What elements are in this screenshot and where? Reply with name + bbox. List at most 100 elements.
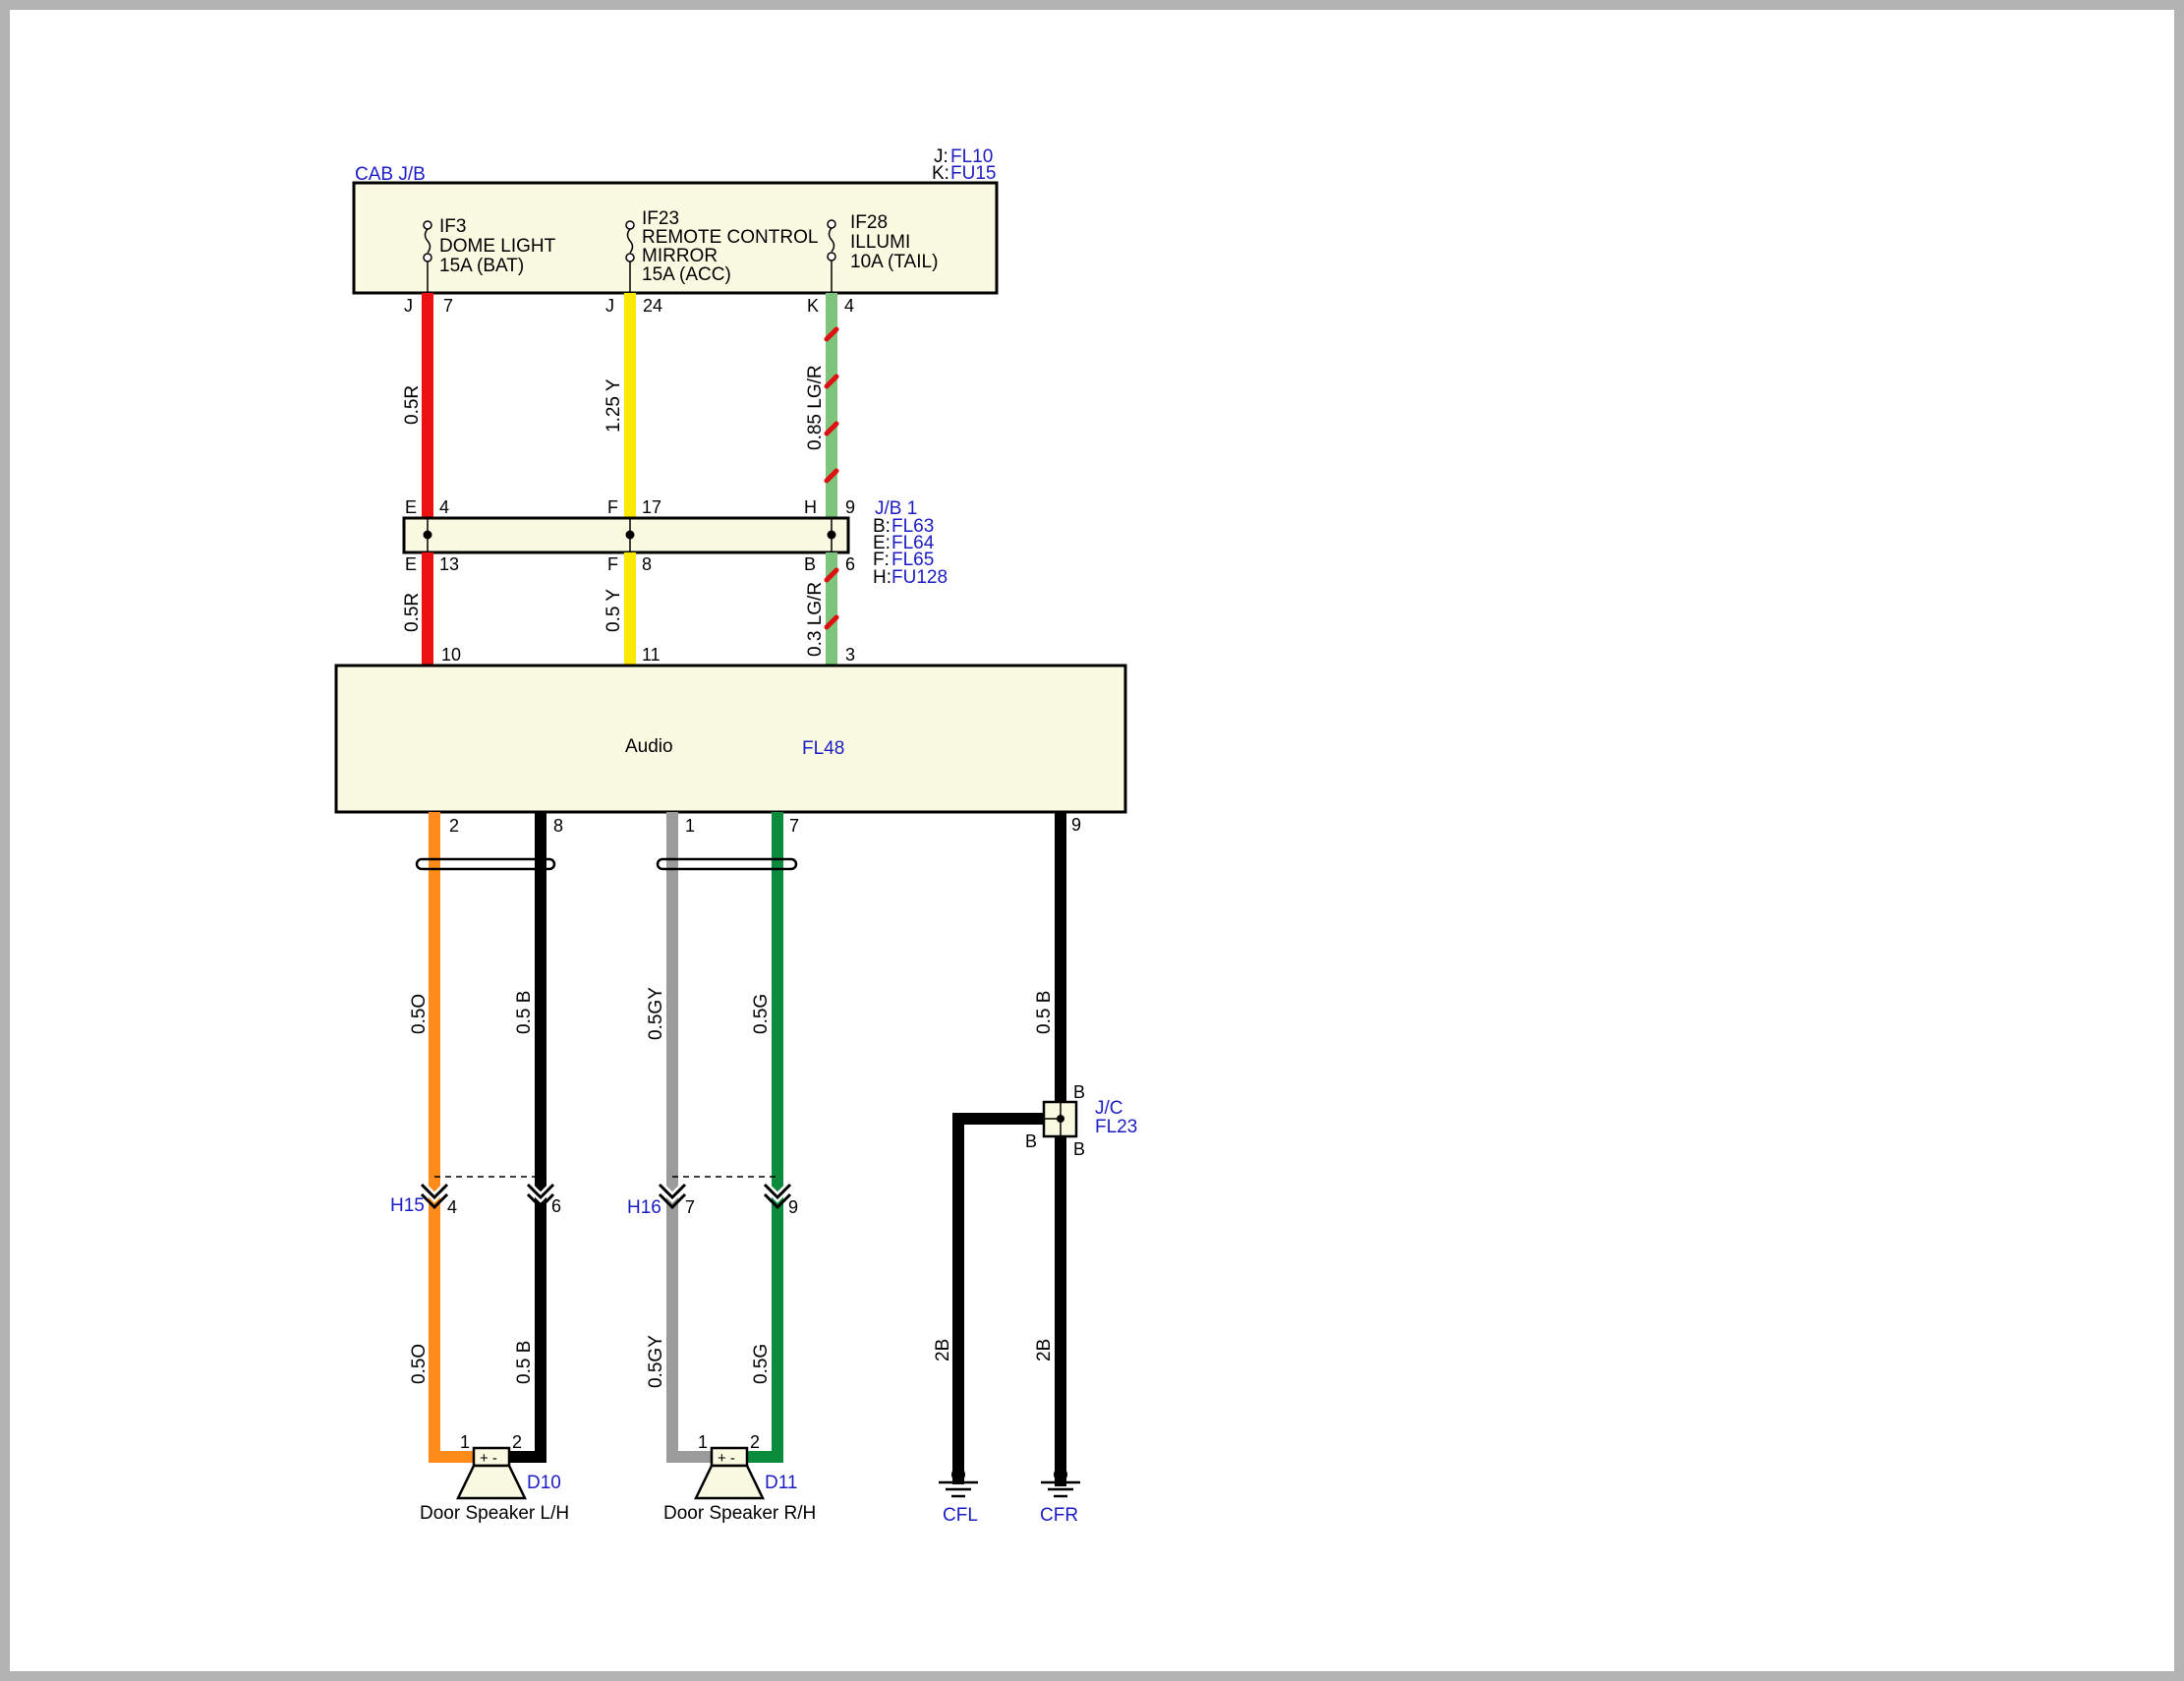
jb1-ref: FL63 [891, 516, 934, 537]
cab-jb-ref-k: FU15 [950, 163, 996, 184]
cab-jb-pin-num: 4 [844, 296, 854, 316]
cab-jb-pin-conn: K [807, 296, 819, 316]
wire-spec-label: 0.5O [409, 994, 430, 1034]
splice-dot [423, 530, 432, 540]
audio-pin-num: 2 [449, 816, 459, 836]
fuse-if3-line1: DOME LIGHT [439, 236, 556, 257]
tracer-stripes [824, 567, 839, 630]
jb1-ref: FU128 [891, 567, 948, 588]
audio-pin-num: 7 [789, 816, 799, 836]
jb1-pin-num: 17 [642, 497, 661, 517]
wire-spec-label: 0.5R [402, 593, 423, 632]
wire-spec-label: 0.5GY [646, 987, 666, 1040]
jb1-ref: FL65 [891, 550, 934, 570]
speaker-icon [456, 1446, 527, 1500]
connector-pin-num: 6 [551, 1196, 561, 1216]
jb1-pin-num: 9 [845, 497, 855, 517]
joint-pin: B [1073, 1139, 1085, 1159]
jb1-pin-num: 6 [845, 554, 855, 574]
speaker-polarity: + - [480, 1450, 497, 1467]
splice-dot [625, 530, 635, 540]
connector-pin-num: 9 [788, 1197, 798, 1217]
wire-spec-label: 0.5G [751, 994, 772, 1034]
joint-pin: B [1073, 1082, 1085, 1102]
ground-icon [939, 1468, 978, 1498]
wire-spec-label: 0.3 LG/R [805, 582, 826, 657]
fuse-if23-id: IF23 [642, 208, 679, 229]
fuse-if28-line1: ILLUMI [850, 232, 910, 253]
fuse-if23-line1: REMOTE CONTROL [642, 227, 818, 248]
wire-spec-label: 2B [1034, 1339, 1055, 1362]
wire-black [952, 1113, 1052, 1484]
speaker-icon [694, 1446, 765, 1500]
joint-connector [1042, 1100, 1078, 1138]
speaker-polarity: + - [718, 1450, 735, 1467]
tracer-stripes [824, 326, 839, 484]
audio-pin-num: 10 [441, 645, 461, 665]
connector-pin-num: 4 [447, 1197, 457, 1217]
wire-spec-label: 0.5 B [514, 1341, 535, 1384]
fuse-icon [827, 219, 836, 293]
jb1-pin-conn: B [804, 554, 816, 574]
speaker-ref: D11 [765, 1473, 797, 1493]
speaker-name: Door Speaker R/H [663, 1503, 816, 1524]
cab-jb-pin-num: 7 [443, 296, 453, 316]
ground-label: CFL [943, 1505, 978, 1526]
wire-spec-label: 0.5GY [646, 1335, 666, 1388]
wire-spec-label: 1.25 Y [603, 378, 624, 433]
speaker-pin-num: 1 [698, 1432, 708, 1452]
wire-spec-label: 0.5O [409, 1344, 430, 1384]
connector-name: H15 [390, 1195, 425, 1216]
audio-unit-box [334, 664, 1127, 814]
fuse-icon [625, 220, 635, 293]
audio-pin-num: 1 [685, 816, 695, 836]
connector-pin-num: 7 [685, 1197, 695, 1217]
audio-pin-num: 8 [553, 816, 563, 836]
speaker-pin-num: 1 [460, 1432, 470, 1452]
twisted-pair-marker [656, 857, 798, 871]
jb1-pin-conn: F [607, 554, 618, 574]
jb1-pin-num: 4 [439, 497, 449, 517]
cab-jb-pin-num: 24 [643, 296, 662, 316]
jb1-ref-key: F: [873, 550, 890, 570]
speaker-name: Door Speaker L/H [420, 1503, 569, 1524]
jb1-label: J/B 1 [875, 498, 917, 519]
fuse-if3-id: IF3 [439, 216, 466, 237]
jb1-pin-conn: E [405, 497, 417, 517]
connector-name: H16 [627, 1197, 661, 1218]
cab-jb-pin-conn: J [605, 296, 614, 316]
wire-spec-label: 0.5R [402, 385, 423, 425]
audio-pin-num: 3 [845, 645, 855, 665]
cab-jb-ref-j-key: J: [934, 146, 948, 167]
jb1-ref-key: H: [873, 567, 891, 588]
cab-jb-ref-j: FL10 [950, 146, 993, 167]
audio-unit-ref: FL48 [802, 738, 844, 759]
fuse-if3-line2: 15A (BAT) [439, 256, 524, 276]
speaker-pin-num: 2 [512, 1432, 522, 1452]
joint-pin: B [1025, 1131, 1037, 1151]
jb1-pin-conn: E [405, 554, 417, 574]
wire-spec-label: 0.5G [751, 1344, 772, 1384]
jb1-pin-num: 13 [439, 554, 459, 574]
cab-jb-ref-k-key: K: [932, 163, 949, 184]
speaker-pin-num: 2 [750, 1432, 760, 1452]
wire-spec-label: 0.5 B [514, 991, 535, 1034]
jb1-pin-num: 8 [642, 554, 652, 574]
speaker-ref: D10 [527, 1473, 561, 1493]
wire-spec-label: 0.5 Y [603, 589, 624, 632]
jb1-ref: FL64 [891, 533, 935, 553]
cab-jb-box [352, 181, 999, 295]
fuse-if28-line2: 10A (TAIL) [850, 252, 938, 272]
fuse-if23-line3: 15A (ACC) [642, 264, 731, 285]
fuse-if28-id: IF28 [850, 212, 888, 233]
jb1-ref-key: B: [873, 516, 891, 537]
wire-spec-label: 0.85 LG/R [805, 365, 826, 450]
joint-label: J/C [1095, 1098, 1123, 1119]
connector-chevron-icon [419, 1182, 793, 1210]
splice-dot [827, 530, 836, 540]
audio-pin-num: 9 [1071, 815, 1081, 835]
cab-jb-label: CAB J/B [355, 164, 426, 185]
jb1-pin-conn: F [607, 497, 618, 517]
wire-spec-label: 2B [933, 1339, 953, 1362]
